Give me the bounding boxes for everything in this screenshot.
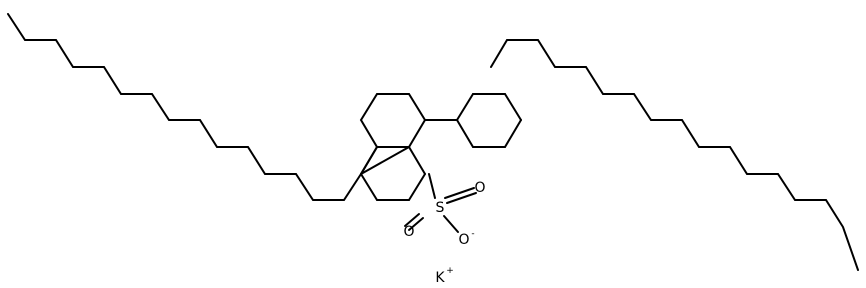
oxygen-right-label: O xyxy=(474,180,485,196)
potassium-charge: + xyxy=(446,266,454,276)
oxygen-anion-label: O xyxy=(458,232,469,248)
oxygen-left-label: O xyxy=(403,224,414,240)
oxygen-anion-charge: - xyxy=(471,229,474,239)
left-alkyl-chain xyxy=(7,13,362,201)
right-alkyl-chain xyxy=(490,39,859,271)
naphthalene-rings xyxy=(359,93,522,201)
sulfur-atom-label: S xyxy=(436,200,445,216)
sulfonate-group xyxy=(404,173,477,233)
potassium-atom-label: K xyxy=(435,270,445,286)
